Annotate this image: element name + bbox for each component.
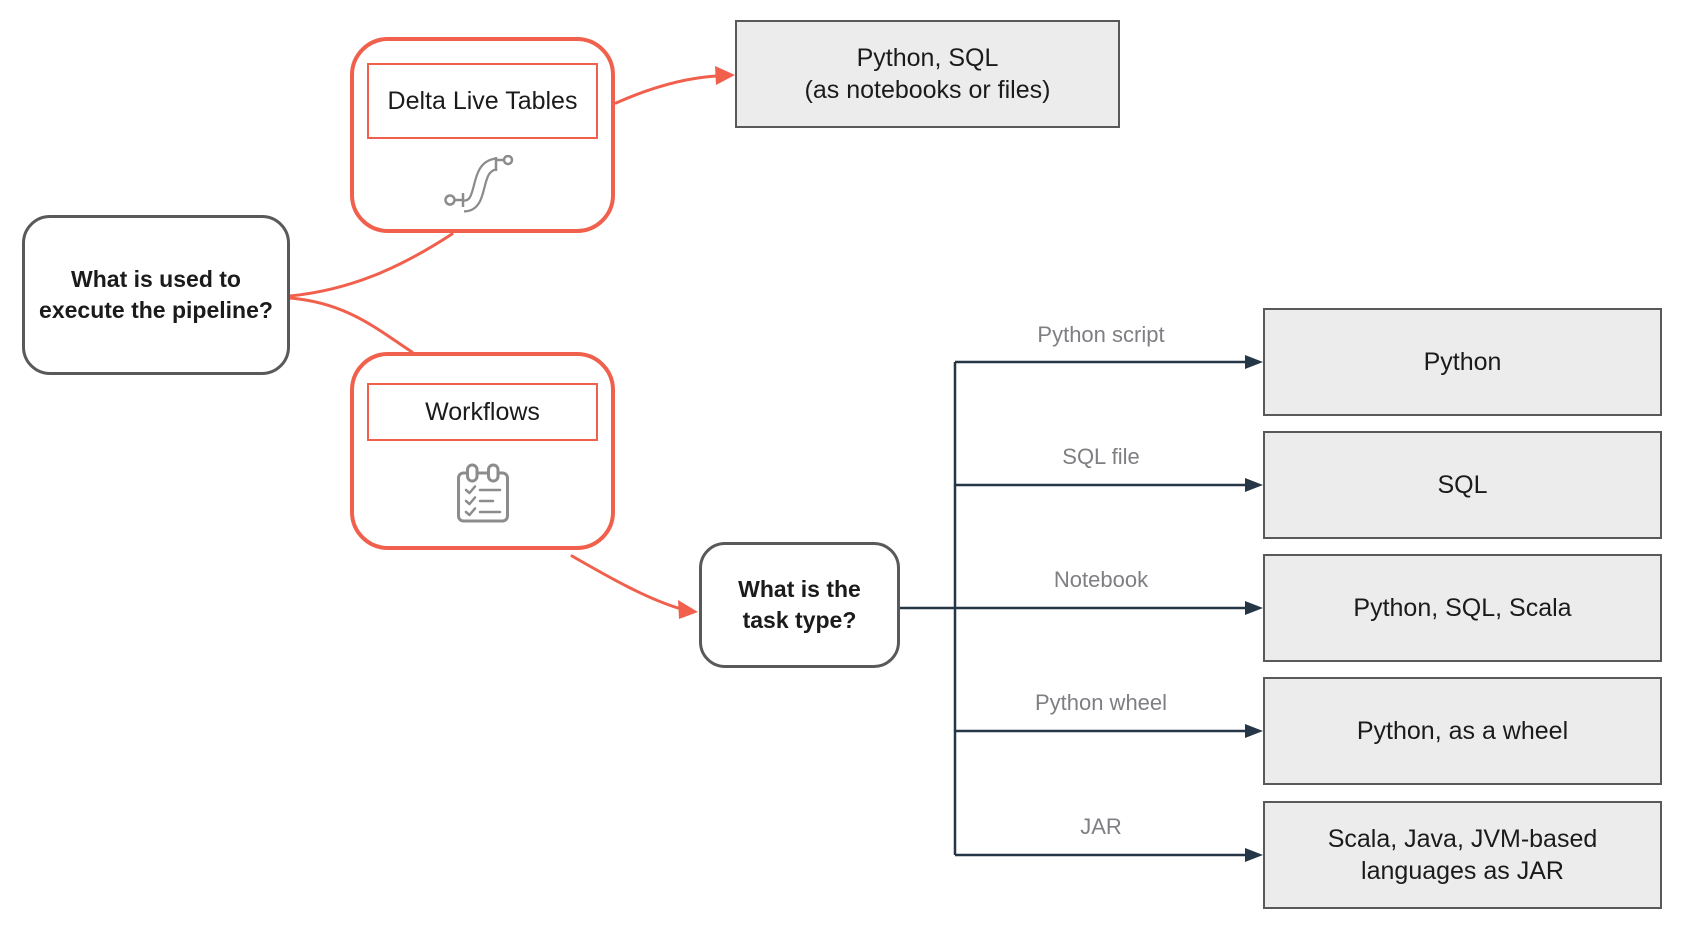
- dark-arrowheads: [1245, 355, 1263, 862]
- result-node: Python: [1263, 308, 1662, 416]
- orange-arrowheads: [678, 66, 735, 619]
- branch-label: Notebook: [1053, 567, 1149, 592]
- branch-label: Python wheel: [1034, 690, 1168, 715]
- option-node-delta-live-tables: Delta Live Tables: [350, 37, 615, 233]
- branch-label: JAR: [1080, 814, 1122, 839]
- result-node: Python, as a wheel: [1263, 677, 1662, 785]
- root-question-text: What is used to execute the pipeline?: [39, 266, 273, 323]
- result-node: Scala, Java, JVM-based languages as JAR: [1263, 801, 1662, 909]
- task-question-text: What is the task type?: [738, 576, 861, 633]
- option-node-workflows: Workflows: [350, 352, 615, 550]
- task-question-node: What is the task type?: [699, 542, 900, 668]
- dlt-result-line1: Python, SQL: [856, 44, 999, 72]
- dlt-result-line2: (as notebooks or files): [804, 76, 1051, 104]
- result-node: Python, SQL, Scala: [1263, 554, 1662, 662]
- branch-label: SQL file: [1062, 444, 1140, 469]
- dlt-label: Delta Live Tables: [367, 63, 598, 139]
- dlt-result-text: Python, SQL (as notebooks or files): [805, 42, 1051, 106]
- checklist-icon: [354, 441, 611, 546]
- result-node-dlt: Python, SQL (as notebooks or files): [735, 20, 1120, 128]
- branch-label: Python script: [1037, 322, 1165, 347]
- dark-branch-lines: [900, 360, 1246, 857]
- workflows-label: Workflows: [367, 383, 598, 441]
- result-node: SQL: [1263, 431, 1662, 539]
- root-question-node: What is used to execute the pipeline?: [22, 215, 290, 375]
- orange-fork-curves: [288, 74, 718, 610]
- pipeline-icon: [354, 139, 611, 229]
